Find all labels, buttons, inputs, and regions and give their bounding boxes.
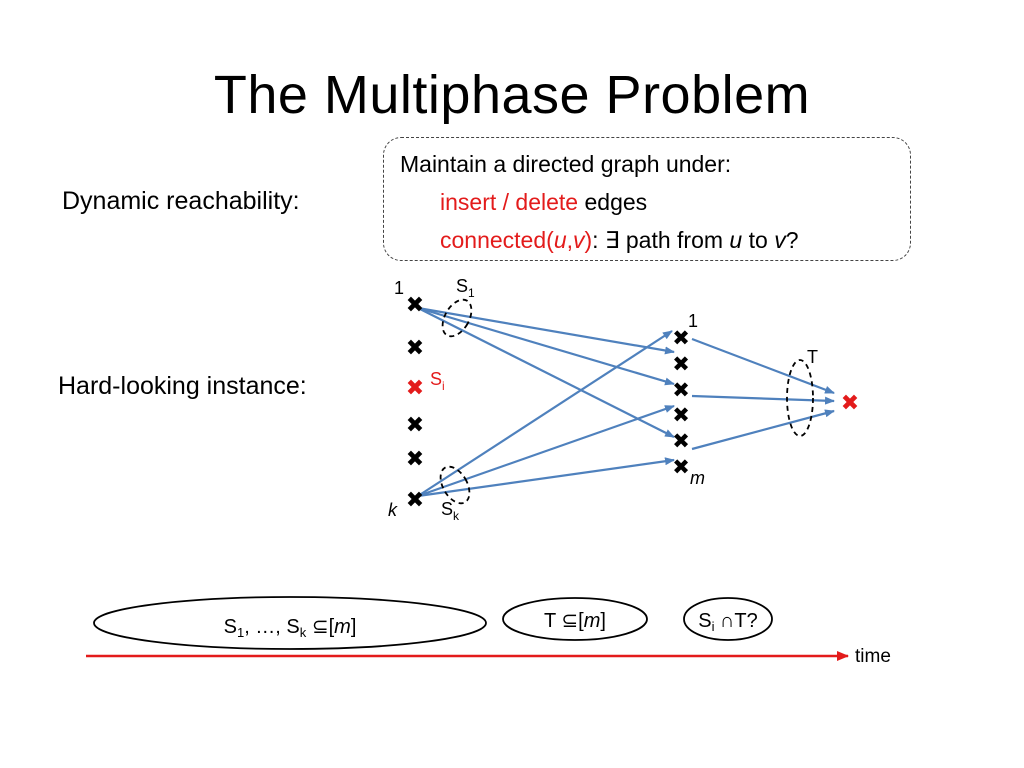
s1-label: S1 (456, 276, 475, 300)
phase-2-ellipse (502, 597, 648, 641)
edges-from-first-set (417, 306, 675, 438)
middle-node: ✖ (672, 379, 690, 402)
left-node-highlighted: ✖ (406, 375, 424, 400)
phase-2-text: T ⊆[m] (544, 610, 606, 632)
definition-line-query: connected(u,v): ∃ path from u to v? (440, 226, 798, 254)
edge (417, 306, 675, 386)
left-node-column: ✖ ✖ ✖ ✖ ✖ (406, 292, 424, 512)
phase-1-text: S1, …, Sk ⊆[m] (224, 616, 357, 640)
definition-line-operations: insert / delete edges (440, 188, 647, 216)
edge (691, 337, 835, 395)
si-label: Si (430, 369, 445, 393)
phase-3-ellipse (683, 597, 773, 641)
edge (417, 307, 675, 438)
slide-title: The Multiphase Problem (213, 65, 811, 125)
s1-ellipse (441, 298, 473, 338)
left-bottom-index-label: k (388, 500, 398, 520)
t-label: T (807, 347, 818, 367)
definition-box (383, 137, 911, 261)
middle-node: ✖ (672, 327, 690, 350)
edge (691, 409, 835, 451)
left-node: ✖ (406, 446, 424, 471)
middle-node: ✖ (672, 404, 690, 427)
left-node: ✖ (406, 335, 424, 360)
dynamic-reachability-label: Dynamic reachability: (62, 187, 300, 215)
connected-query-text: connected(u,v) (440, 227, 593, 253)
definition-graph-text: Maintain a directed graph under: (400, 151, 732, 177)
target-node: ✖ (841, 390, 859, 415)
path-query-text: : ∃ path from u to v? (592, 227, 799, 253)
edge (417, 306, 675, 355)
edges-from-last-set (417, 330, 675, 498)
edge (417, 330, 673, 497)
phase-3-text: Si ∩T? (698, 610, 758, 634)
definition-line-graph: Maintain a directed graph under: (400, 150, 731, 178)
middle-node: ✖ (672, 456, 690, 479)
left-node: ✖ (406, 487, 424, 512)
middle-bottom-index-label: m (690, 468, 705, 488)
insert-delete-text: insert / delete (440, 189, 579, 215)
left-top-index-label: 1 (394, 278, 404, 298)
edge (417, 457, 675, 498)
middle-top-index-label: 1 (688, 311, 698, 331)
edges-text: edges (578, 189, 648, 215)
phase-1-ellipse (93, 596, 487, 650)
left-node: ✖ (406, 412, 424, 437)
middle-node: ✖ (672, 430, 690, 453)
middle-node: ✖ (672, 353, 690, 376)
sk-label: Sk (441, 499, 460, 523)
hard-instance-label: Hard-looking instance: (58, 372, 307, 400)
edge (417, 404, 675, 498)
sk-ellipse (439, 465, 471, 505)
left-node: ✖ (406, 292, 424, 317)
edge (691, 394, 835, 405)
middle-node-column: ✖ ✖ ✖ ✖ ✖ ✖ (672, 327, 690, 479)
t-ellipse (786, 359, 814, 437)
time-label: time (855, 646, 891, 667)
